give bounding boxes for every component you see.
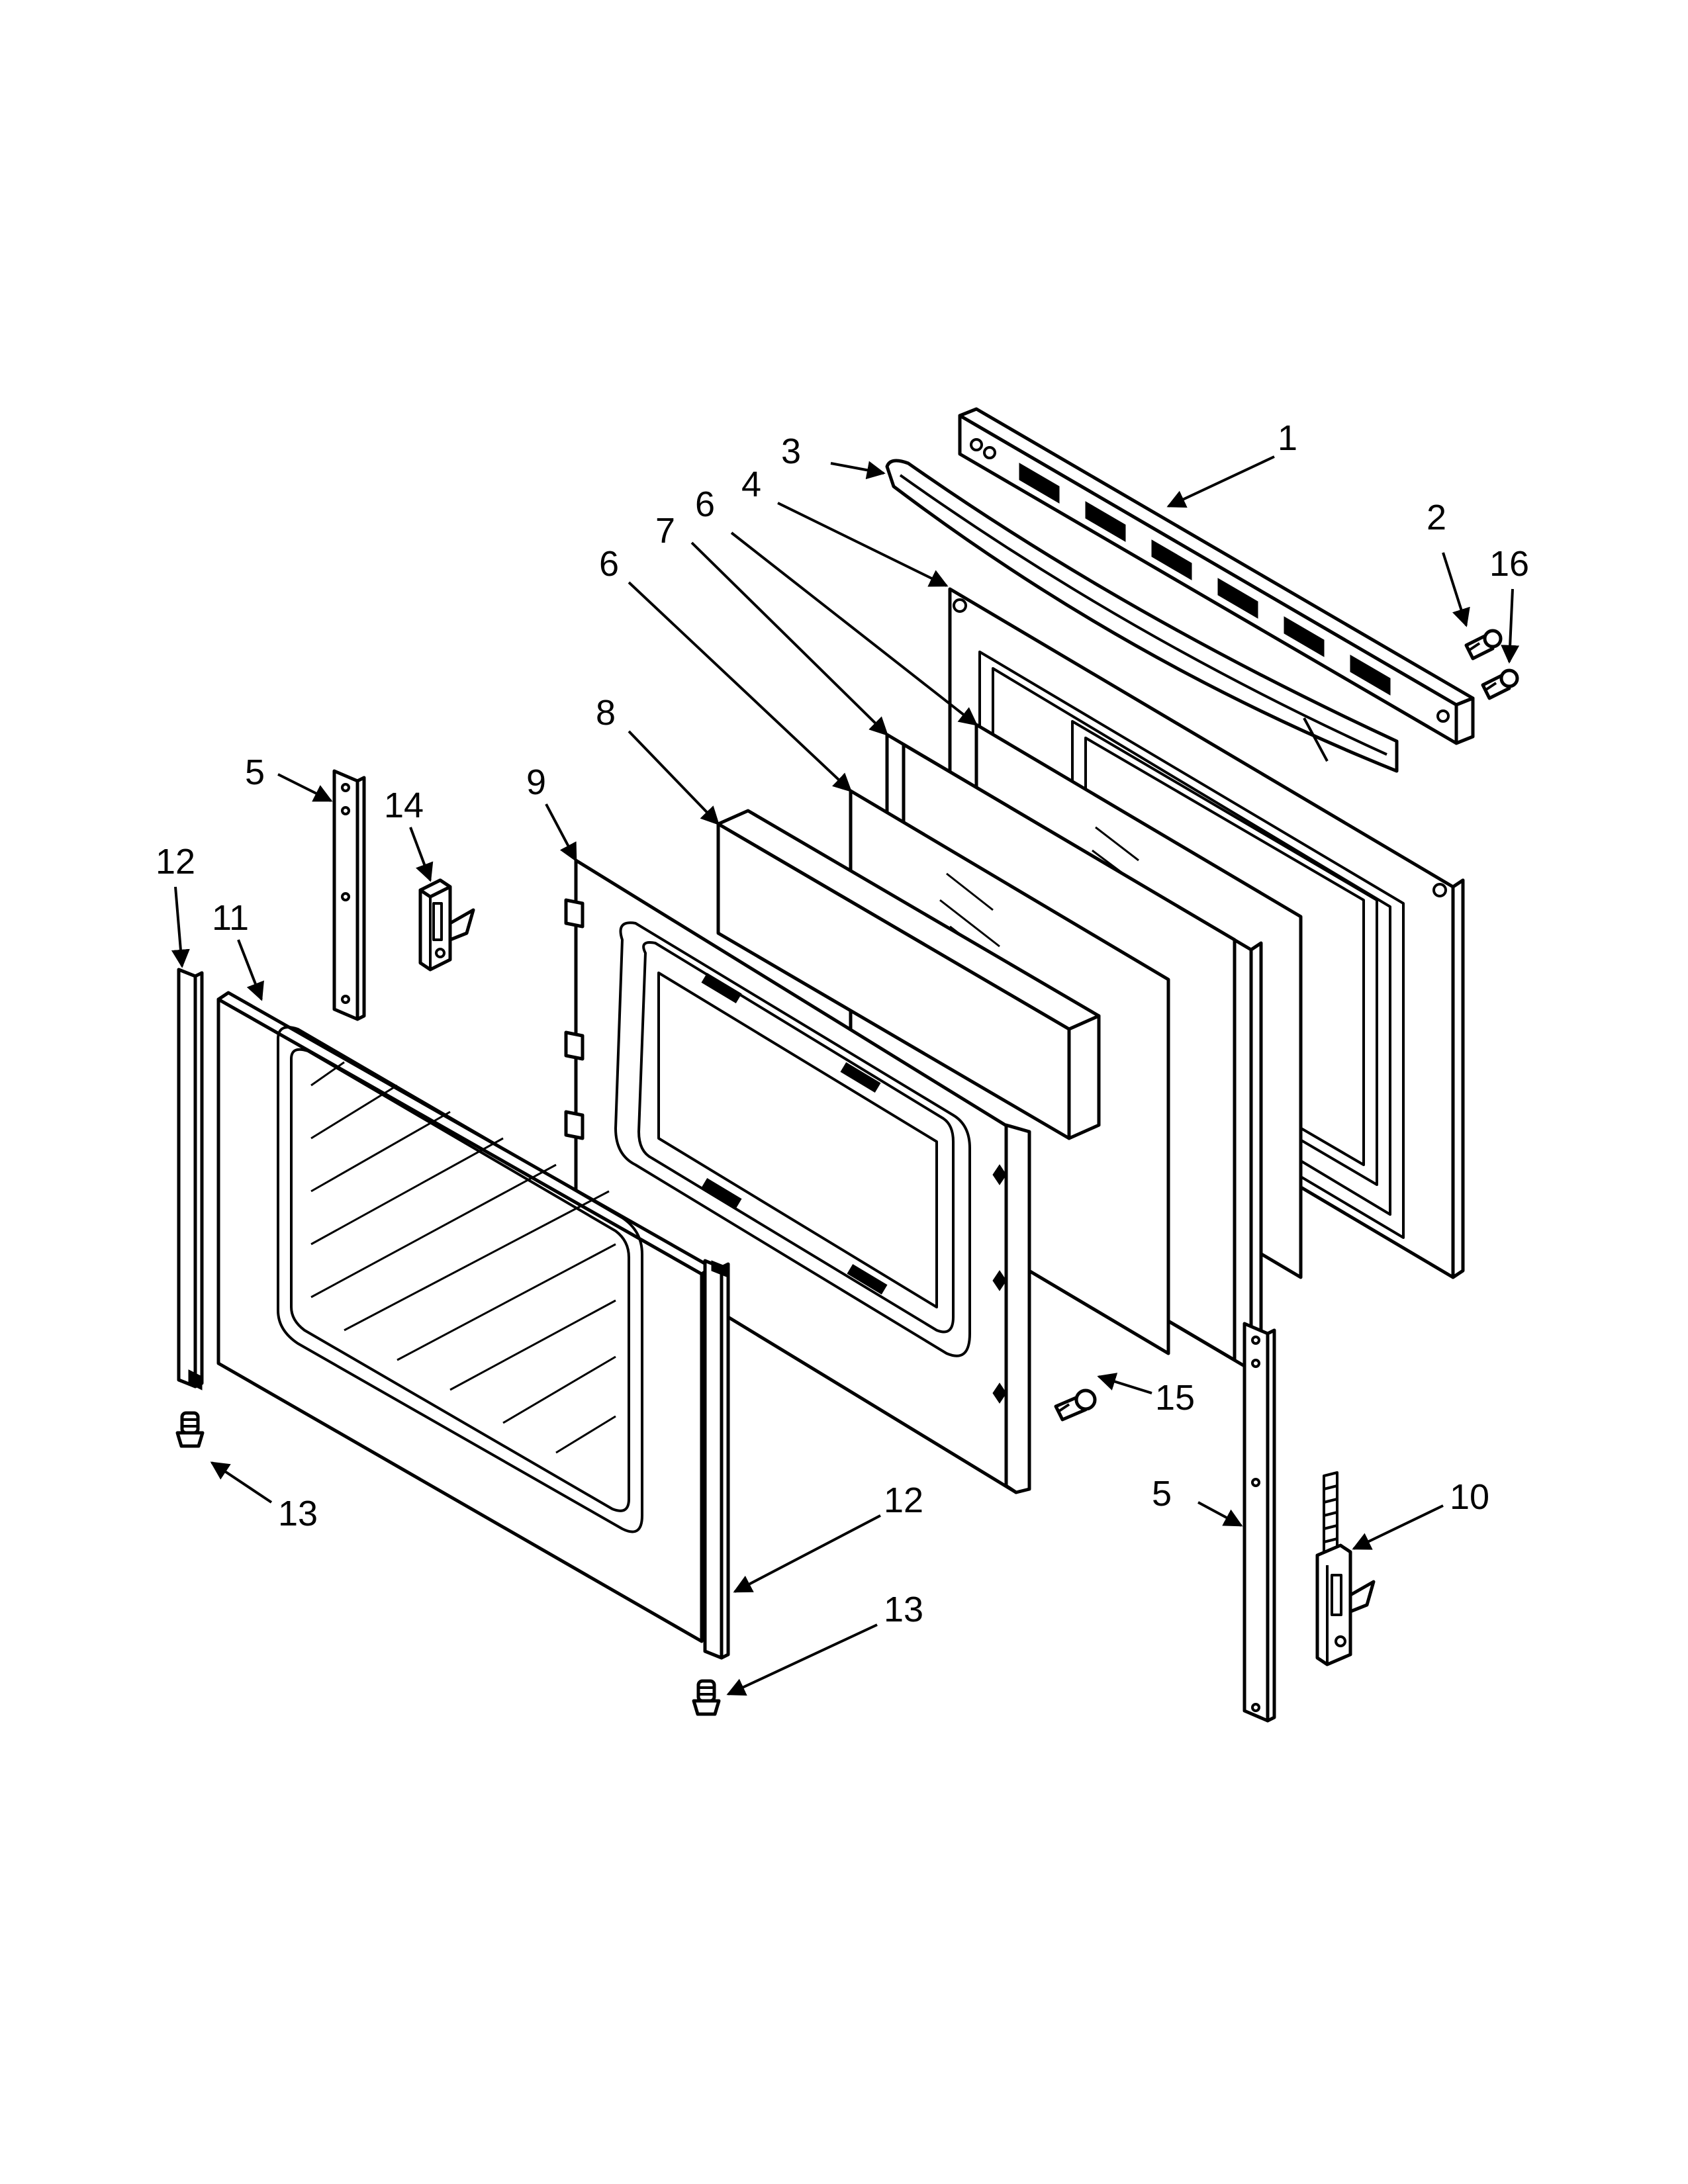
callout-3: 3 (781, 432, 801, 471)
callout-1: 1 (1278, 418, 1297, 458)
vent-slots (1019, 463, 1391, 696)
callout-13-left: 13 (278, 1494, 318, 1533)
callout-4: 4 (741, 465, 761, 504)
callout-2: 2 (1427, 498, 1446, 537)
part-12-door-trim-left (177, 968, 204, 1390)
callout-5-right: 5 (1152, 1474, 1172, 1514)
callout-9: 9 (526, 762, 546, 802)
callout-8: 8 (596, 693, 616, 733)
part-8-insulation (716, 809, 1101, 1140)
callout-7: 7 (655, 511, 675, 551)
part-13-screw-left (175, 1411, 205, 1448)
part-13-screw-right (692, 1679, 721, 1716)
leader-lines (171, 455, 1520, 1696)
callout-labels: 1 2 3 4 16 6 7 6 8 9 5 14 12 11 13 12 13… (156, 418, 1529, 1629)
callout-5-left: 5 (245, 752, 265, 792)
callout-6-rear: 6 (695, 484, 715, 524)
callout-12-left: 12 (156, 842, 195, 882)
part-3-door-handle (885, 459, 1399, 773)
callout-12-right: 12 (884, 1480, 923, 1520)
callout-15: 15 (1155, 1378, 1195, 1418)
part-2-screw (1464, 629, 1503, 660)
callout-16: 16 (1489, 544, 1529, 584)
part-5-hinge-channel-left (332, 769, 366, 1021)
callout-13-right: 13 (884, 1590, 923, 1629)
part-12-door-trim-right (703, 1259, 730, 1660)
part-16-screw (1481, 668, 1519, 700)
part-1-vent-trim (958, 407, 1475, 745)
part-9-inner-door-frame (564, 858, 1031, 1494)
callout-14: 14 (384, 786, 424, 825)
window-hatch (310, 1061, 616, 1454)
part-5-hinge-channel-right (1243, 1322, 1276, 1723)
callout-6-front: 6 (599, 544, 619, 584)
part-14-hinge-receiver (418, 878, 475, 972)
part-15-screw (1054, 1388, 1097, 1422)
part-10-hinge-assembly (1315, 1471, 1376, 1666)
callout-10: 10 (1450, 1477, 1489, 1517)
callout-11: 11 (212, 898, 249, 938)
